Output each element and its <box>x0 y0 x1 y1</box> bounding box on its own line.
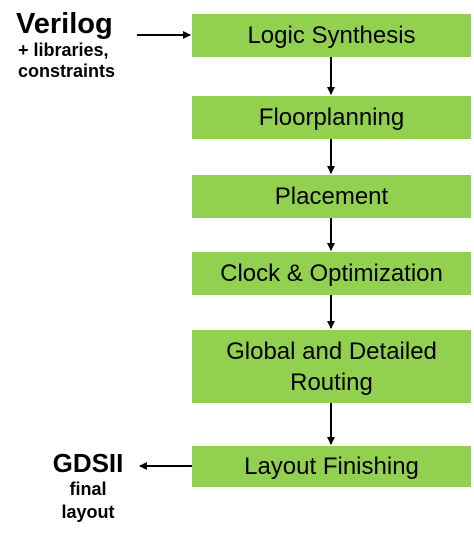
input-subtitle-line-1: + libraries, <box>18 40 109 60</box>
step-clock-optimization: Clock & Optimization <box>192 252 471 295</box>
output-label: GDSII final layout <box>38 448 138 524</box>
input-subtitle-line-2: constraints <box>18 61 116 81</box>
step-placement: Placement <box>192 175 471 218</box>
input-label: Verilog + libraries, constraints <box>16 8 146 82</box>
step-floorplanning: Floorplanning <box>192 96 471 139</box>
output-subtitle-line-2: layout <box>61 502 115 522</box>
output-subtitle-line-1: final <box>69 479 107 499</box>
step-global-detailed-routing: Global and Detailed Routing <box>192 330 471 403</box>
step-layout-finishing: Layout Finishing <box>192 446 471 487</box>
output-title: GDSII <box>52 448 124 478</box>
step-logic-synthesis: Logic Synthesis <box>192 14 471 57</box>
input-title: Verilog <box>16 8 113 40</box>
